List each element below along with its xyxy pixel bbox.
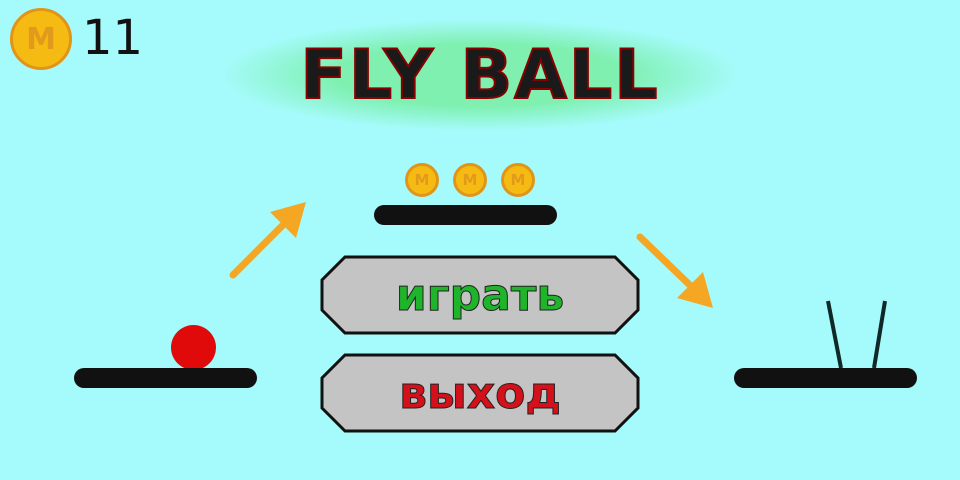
coin-count: 11 — [82, 10, 144, 66]
coin-icon: M — [453, 163, 487, 197]
coin-icon: M — [10, 8, 72, 70]
arrow-up-right-icon — [229, 202, 306, 279]
play-label: играть — [395, 269, 565, 321]
exit-label: выход — [399, 367, 562, 419]
platform-left — [74, 368, 257, 388]
exit-button[interactable]: выход — [320, 353, 640, 433]
ball — [171, 325, 216, 370]
goal-basket-icon — [826, 300, 887, 369]
platform-top — [374, 205, 557, 225]
platform-right — [734, 368, 917, 388]
coin-icon: M — [405, 163, 439, 197]
coin-icon: M — [501, 163, 535, 197]
game-title: FLY BALL — [225, 20, 735, 130]
play-button[interactable]: играть — [320, 255, 640, 335]
arrow-down-right-icon — [636, 233, 713, 308]
